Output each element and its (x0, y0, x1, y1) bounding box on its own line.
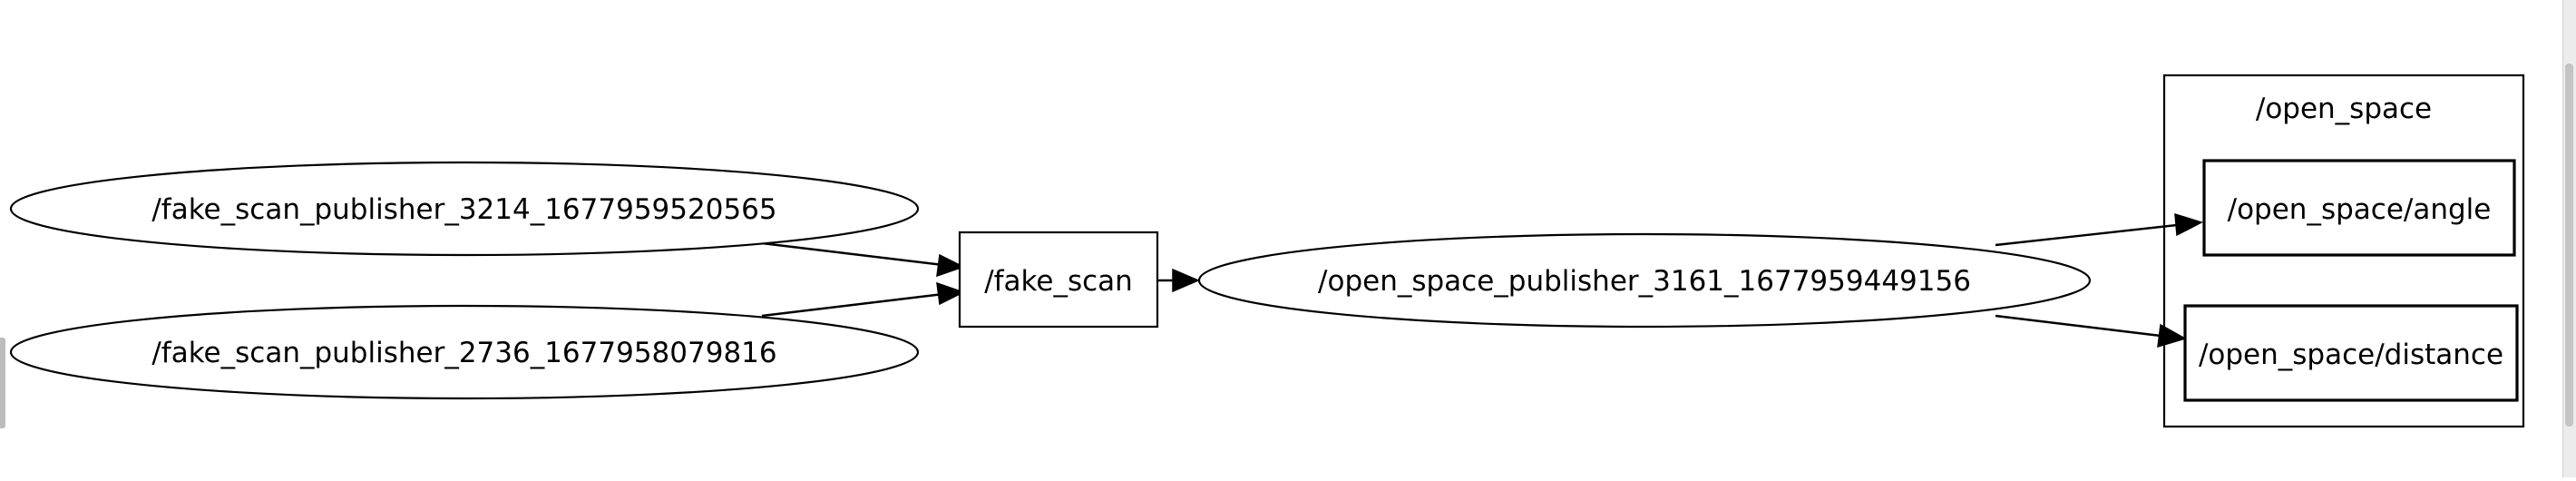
node-fake-scan-topic[interactable]: /fake_scan (958, 231, 1159, 329)
node-fake-scan-publisher-3214[interactable]: /fake_scan_publisher_3214_1677959520565 (9, 161, 920, 257)
node-open-space-distance-topic[interactable]: /open_space/distance (2183, 304, 2519, 402)
node-ellipse (9, 161, 920, 257)
arrow-head (2157, 323, 2187, 348)
node-box (2202, 159, 2516, 257)
cluster-open-space-label: /open_space (2256, 93, 2432, 125)
arrow-head (1172, 268, 1200, 293)
node-box (2183, 304, 2519, 402)
edge-publisher-to-distance (1995, 314, 2161, 338)
node-ellipse (1197, 232, 2092, 329)
node-label-fake-scan-publisher-3214: /fake_scan_publisher_3214_1677959520565 (151, 193, 776, 226)
scrollbar-thumb[interactable] (2565, 64, 2573, 427)
node-open-space-publisher[interactable]: /open_space_publisher_3161_1677959449156 (1197, 232, 2092, 329)
left-splitter-handle[interactable] (0, 338, 5, 428)
edges (761, 212, 2203, 348)
node-label-open-space-publisher: /open_space_publisher_3161_1677959449156 (1318, 265, 1971, 298)
node-box (958, 231, 1159, 329)
edge-publisher-b-to-fake-scan (761, 292, 944, 318)
node-label-fake-scan-publisher-2736: /fake_scan_publisher_2736_1677958079816 (151, 337, 776, 369)
edge-publisher-to-angle (1995, 223, 2178, 247)
arrow-head (936, 253, 965, 278)
node-open-space-angle-topic[interactable]: /open_space/angle (2202, 159, 2516, 257)
vertical-scrollbar[interactable] (2562, 0, 2576, 477)
node-label-fake-scan: /fake_scan (984, 265, 1133, 298)
node-fake-scan-publisher-2736[interactable]: /fake_scan_publisher_2736_1677958079816 (9, 304, 920, 400)
node-label-open-space-distance: /open_space/distance (2199, 339, 2503, 371)
node-ellipse (9, 304, 920, 400)
node-label-open-space-angle: /open_space/angle (2228, 193, 2492, 226)
edge-publisher-a-to-fake-scan (761, 241, 944, 267)
arrow-head (2174, 212, 2203, 237)
arrow-head (936, 281, 965, 306)
